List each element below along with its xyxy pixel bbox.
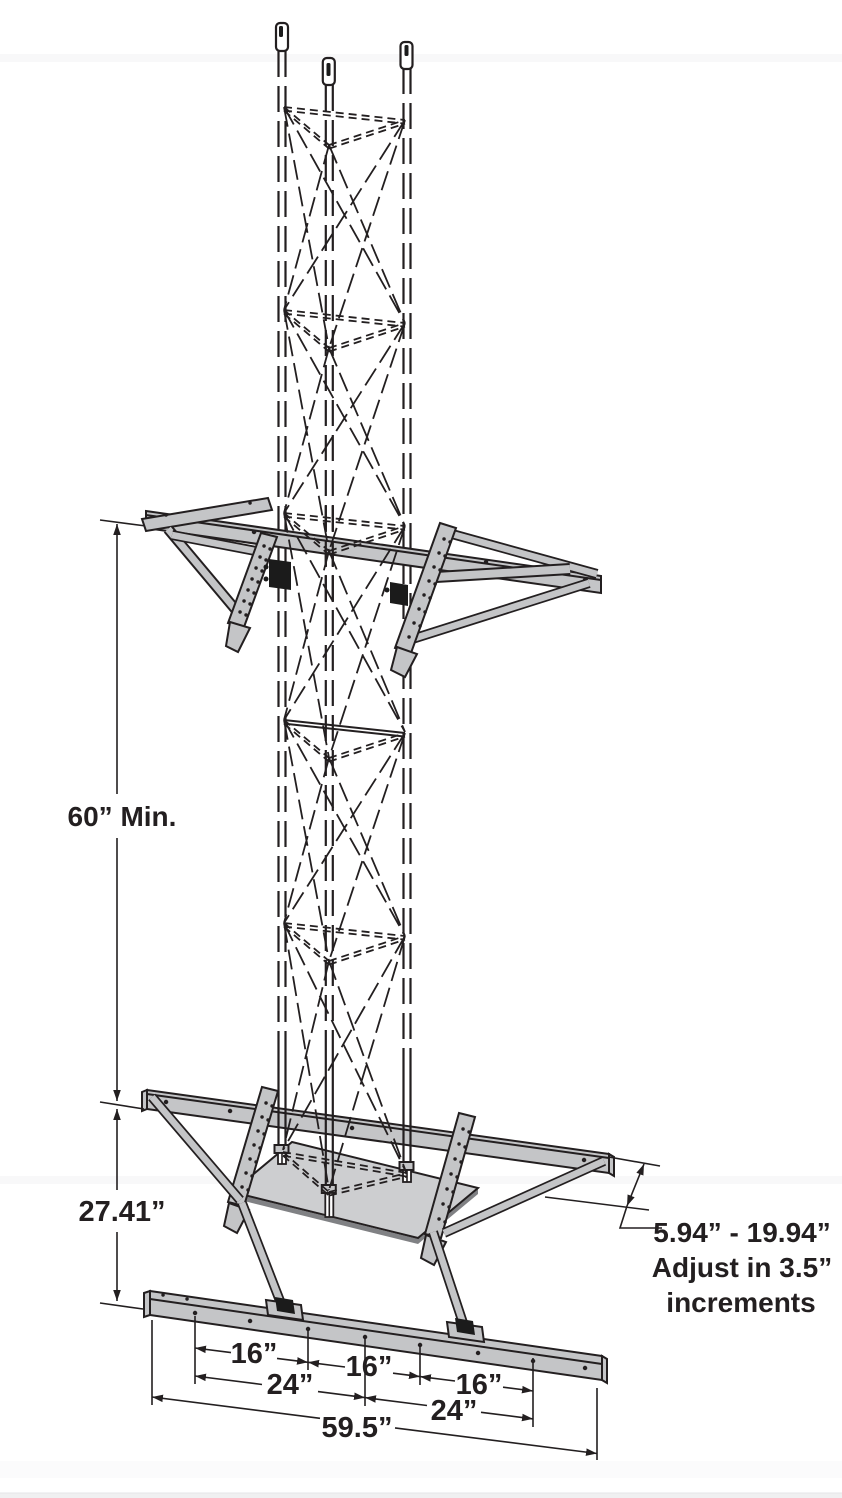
upper-left-wall-arm [140, 496, 274, 533]
scanline-band [0, 54, 842, 62]
upper-left-fin [224, 620, 252, 654]
label-spacing-16-1: 16” [231, 1338, 278, 1370]
label-height-min: 60” Min. [68, 801, 177, 832]
upper-left-leg-clamp [269, 559, 291, 590]
page-footer-strip [0, 1493, 842, 1498]
dimension-lines [99, 524, 662, 1460]
upper-right-leg-clamp [390, 582, 408, 606]
label-spacing-16-3: 16” [456, 1369, 503, 1401]
label-overall-length: 59.5” [322, 1412, 393, 1444]
label-spacing-16-2: 16” [346, 1351, 393, 1383]
label-adjust-note1: Adjust in 3.5” [652, 1252, 832, 1283]
label-standoff: 27.41” [78, 1196, 165, 1228]
tower-leg-solid-sections [277, 1050, 412, 1185]
dimension-labels: 60” Min. 27.41” 5.94” - 19.94” Adjust in… [68, 801, 833, 1444]
label-adjust-range: 5.94” - 19.94” [653, 1217, 830, 1248]
lattice-tower-bottom-braces [282, 922, 408, 1197]
lattice-tower-dashed [274, 21, 414, 1050]
upper-wall-bracket [140, 496, 602, 679]
page-band [0, 1461, 842, 1478]
upper-right-fin [389, 645, 419, 679]
label-spacing-24-2: 24” [431, 1395, 478, 1427]
lower-right-punched-plate [423, 1111, 477, 1240]
label-adjust-note2: increments [666, 1287, 815, 1318]
label-spacing-24-1: 24” [267, 1369, 314, 1401]
lattice-tower-front-braces [283, 309, 406, 759]
extension-line-top [99, 519, 147, 527]
